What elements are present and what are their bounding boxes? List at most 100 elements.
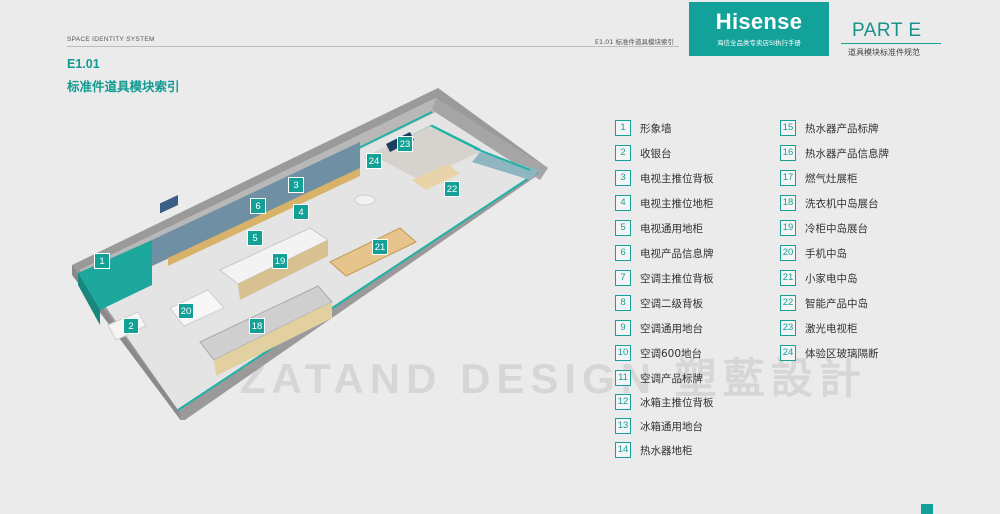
legend-item: 8 空调二级背板: [615, 295, 703, 311]
legend-number: 23: [780, 320, 796, 336]
legend-item: 22 智能产品中岛: [780, 295, 868, 311]
legend-item: 11 空调产品标牌: [615, 370, 703, 386]
legend-label: 冰箱主推位背板: [640, 396, 714, 409]
legend-number: 16: [780, 145, 796, 161]
plan-marker-23: 23: [397, 136, 413, 152]
brand-badge: Hisense 海信全品类专卖店SI执行手册: [689, 2, 829, 56]
legend-number: 8: [615, 295, 631, 311]
plan-marker-5: 5: [247, 230, 263, 246]
legend-item: 10 空调600地台: [615, 345, 702, 361]
legend-item: 4 电视主推位地柜: [615, 195, 714, 211]
legend-label: 燃气灶展柜: [805, 172, 858, 185]
store-floor-plan: ZATAND DESIGN 塑藍設計 1 2 3 4 5 6 18 19 20 …: [60, 80, 861, 420]
legend-item: 6 电视产品信息牌: [615, 245, 714, 261]
plan-marker-20: 20: [178, 303, 194, 319]
legend-item: 24 体验区玻璃隔断: [780, 345, 879, 361]
legend-number: 13: [615, 418, 631, 434]
legend-label: 洗衣机中岛展台: [805, 197, 879, 210]
legend-number: 21: [780, 270, 796, 286]
system-label: SPACE IDENTITY SYSTEM: [67, 36, 155, 43]
legend-label: 空调二级背板: [640, 297, 703, 310]
legend-number: 18: [780, 195, 796, 211]
hisense-logo: Hisense: [715, 9, 803, 34]
washer-island-base: [214, 302, 332, 376]
legend-item: 21 小家电中岛: [780, 270, 858, 286]
legend-number: 5: [615, 220, 631, 236]
legend-label: 冰箱通用地台: [640, 420, 703, 433]
plan-marker-4: 4: [293, 204, 309, 220]
legend-item: 17 燃气灶展柜: [780, 170, 858, 186]
plan-marker-21: 21: [372, 239, 388, 255]
plan-marker-6: 6: [250, 198, 266, 214]
legend-label: 小家电中岛: [805, 272, 858, 285]
legend-label: 体验区玻璃隔断: [805, 347, 879, 360]
legend-number: 15: [780, 120, 796, 136]
part-title: PART E: [852, 20, 922, 41]
plan-marker-19: 19: [272, 253, 288, 269]
legend-item: 12 冰箱主推位背板: [615, 394, 714, 410]
legend-label: 收银台: [640, 147, 672, 160]
legend-number: 20: [780, 245, 796, 261]
legend-number: 11: [615, 370, 631, 386]
legend-label: 热水器产品标牌: [805, 122, 879, 135]
plan-marker-1: 1: [94, 253, 110, 269]
page-corner-mark: [921, 504, 933, 514]
legend-label: 热水器地柜: [640, 444, 693, 457]
front-edge-trim: [177, 171, 539, 411]
section-code: E1.01: [67, 57, 100, 71]
header-divider: [67, 46, 679, 47]
legend-label: 空调产品标牌: [640, 372, 703, 385]
legend-number: 17: [780, 170, 796, 186]
legend-label: 电视产品信息牌: [640, 247, 714, 260]
legend-number: 10: [615, 345, 631, 361]
legend-number: 14: [615, 442, 631, 458]
legend-label: 热水器产品信息牌: [805, 147, 889, 160]
plan-marker-24: 24: [366, 153, 382, 169]
legend-number: 7: [615, 270, 631, 286]
legend-number: 6: [615, 245, 631, 261]
legend-number: 19: [780, 220, 796, 236]
legend-item: 19 冷柜中岛展台: [780, 220, 868, 236]
legend-label: 形象墙: [640, 122, 672, 135]
legend-label: 电视通用地柜: [640, 222, 703, 235]
kitchen-partition: [473, 147, 531, 171]
smart-island: [412, 164, 460, 190]
legend-label: 手机中岛: [805, 247, 847, 260]
legend-item: 15 热水器产品标牌: [780, 120, 879, 136]
watermark: ZATAND DESIGN 塑藍設計: [240, 355, 867, 402]
freezer-island-base: [238, 240, 328, 300]
image-wall: [78, 240, 152, 310]
legend-label: 智能产品中岛: [805, 297, 868, 310]
legend-label: 电视主推位地柜: [640, 197, 714, 210]
legend-item: 7 空调主推位背板: [615, 270, 714, 286]
legend-item: 13 冰箱通用地台: [615, 418, 703, 434]
plan-marker-22: 22: [444, 181, 460, 197]
image-wall-side: [78, 273, 100, 325]
legend-number: 4: [615, 195, 631, 211]
legend-number: 1: [615, 120, 631, 136]
part-divider: [841, 43, 941, 44]
section-title: 标准件道具模块索引: [67, 79, 180, 94]
legend-item: 14 热水器地柜: [615, 442, 693, 458]
brand-subtitle: 海信全品类专卖店SI执行手册: [716, 39, 802, 47]
tv-cabinet-strip: [168, 168, 360, 266]
legend-label: 冷柜中岛展台: [805, 222, 868, 235]
legend-item: 1 形象墙: [615, 120, 672, 136]
lounge-table: [354, 194, 376, 206]
legend-label: 空调600地台: [640, 347, 703, 360]
legend-item: 18 洗衣机中岛展台: [780, 195, 879, 211]
legend-number: 12: [615, 394, 631, 410]
legend-number: 3: [615, 170, 631, 186]
section-breadcrumb: E1.01 标准件道具模块索引: [594, 38, 674, 46]
legend-label: 空调通用地台: [640, 322, 703, 335]
legend-item: 20 手机中岛: [780, 245, 847, 261]
plan-marker-3: 3: [288, 177, 304, 193]
legend-label: 空调主推位背板: [640, 272, 714, 285]
legend-number: 22: [780, 295, 796, 311]
legend-number: 24: [780, 345, 796, 361]
right-wall: [432, 98, 548, 180]
